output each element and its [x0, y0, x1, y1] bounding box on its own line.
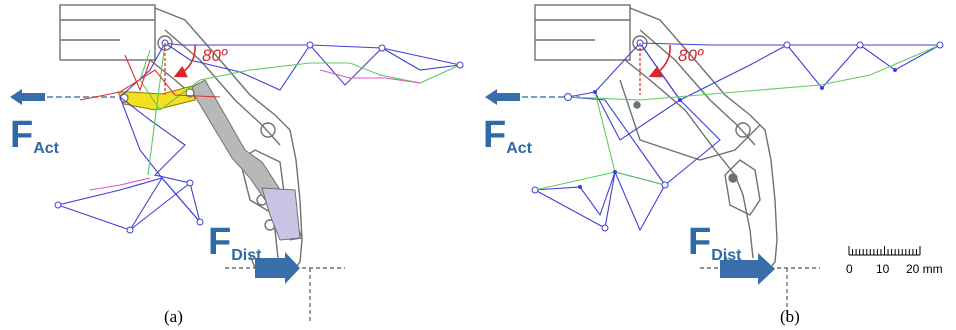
panel-b-disturbance-force-label: FDist [688, 221, 742, 264]
panel-b-angle-label: 80º [678, 46, 704, 65]
panel-a-caption: (a) [164, 307, 183, 326]
panel-b-disturbance-arrow [720, 253, 775, 285]
panel-b: 80º FAct FDist 0 10 20 mm (b) [483, 4, 944, 326]
panel-b-disturbance-force-main: F [688, 221, 711, 263]
panel-a-actuation-force-label: FAct [10, 114, 60, 157]
panel-b-actuation-force-main: F [483, 114, 506, 156]
panel-b-angle-arc [648, 44, 671, 78]
panel-a-yellow-joint-right [185, 88, 195, 98]
panel-a-disturbance-force-main: F [208, 221, 231, 263]
scale-bar-label-10: 10 [876, 262, 890, 276]
panel-a-lavender-link [261, 187, 301, 241]
panel-a-angle-label: 80º [202, 46, 228, 65]
panel-b-linkage-lines [533, 42, 941, 232]
panel-b-actuation-force-sub: Act [506, 140, 532, 157]
panel-b-disturbance-force-sub: Dist [711, 247, 742, 264]
panel-a-disturbance-force-label: FDist [208, 221, 262, 264]
scale-bar-label-0: 0 [846, 262, 853, 276]
scale-bar-label-20mm: 20 mm [906, 262, 943, 276]
panel-a-angle-arc [173, 44, 196, 78]
panel-b-linkage-nodes [578, 68, 897, 189]
panel-b-linkage-joints [531, 39, 944, 232]
panel-b-caption: (b) [780, 307, 800, 326]
scale-bar: 0 10 20 mm [846, 246, 943, 276]
panel-a: 80º FAct FDist (a) [10, 4, 464, 326]
panel-a-actuation-force-main: F [10, 114, 33, 156]
panel-a-linkage-lines [56, 42, 461, 231]
panel-b-actuation-arrow [485, 89, 520, 105]
panel-b-housing-outline [495, 4, 820, 322]
panel-a-linkage-joints [54, 39, 464, 234]
panel-a-disturbance-force-sub: Dist [231, 247, 262, 264]
panel-a-actuation-force-sub: Act [33, 140, 59, 157]
panel-b-actuation-force-label: FAct [483, 114, 533, 157]
panel-a-housing-outline [20, 4, 345, 322]
panel-a-actuation-arrow [10, 89, 45, 105]
scale-bar-ticks [848, 246, 921, 256]
panel-a-disturbance-arrow [255, 252, 300, 284]
